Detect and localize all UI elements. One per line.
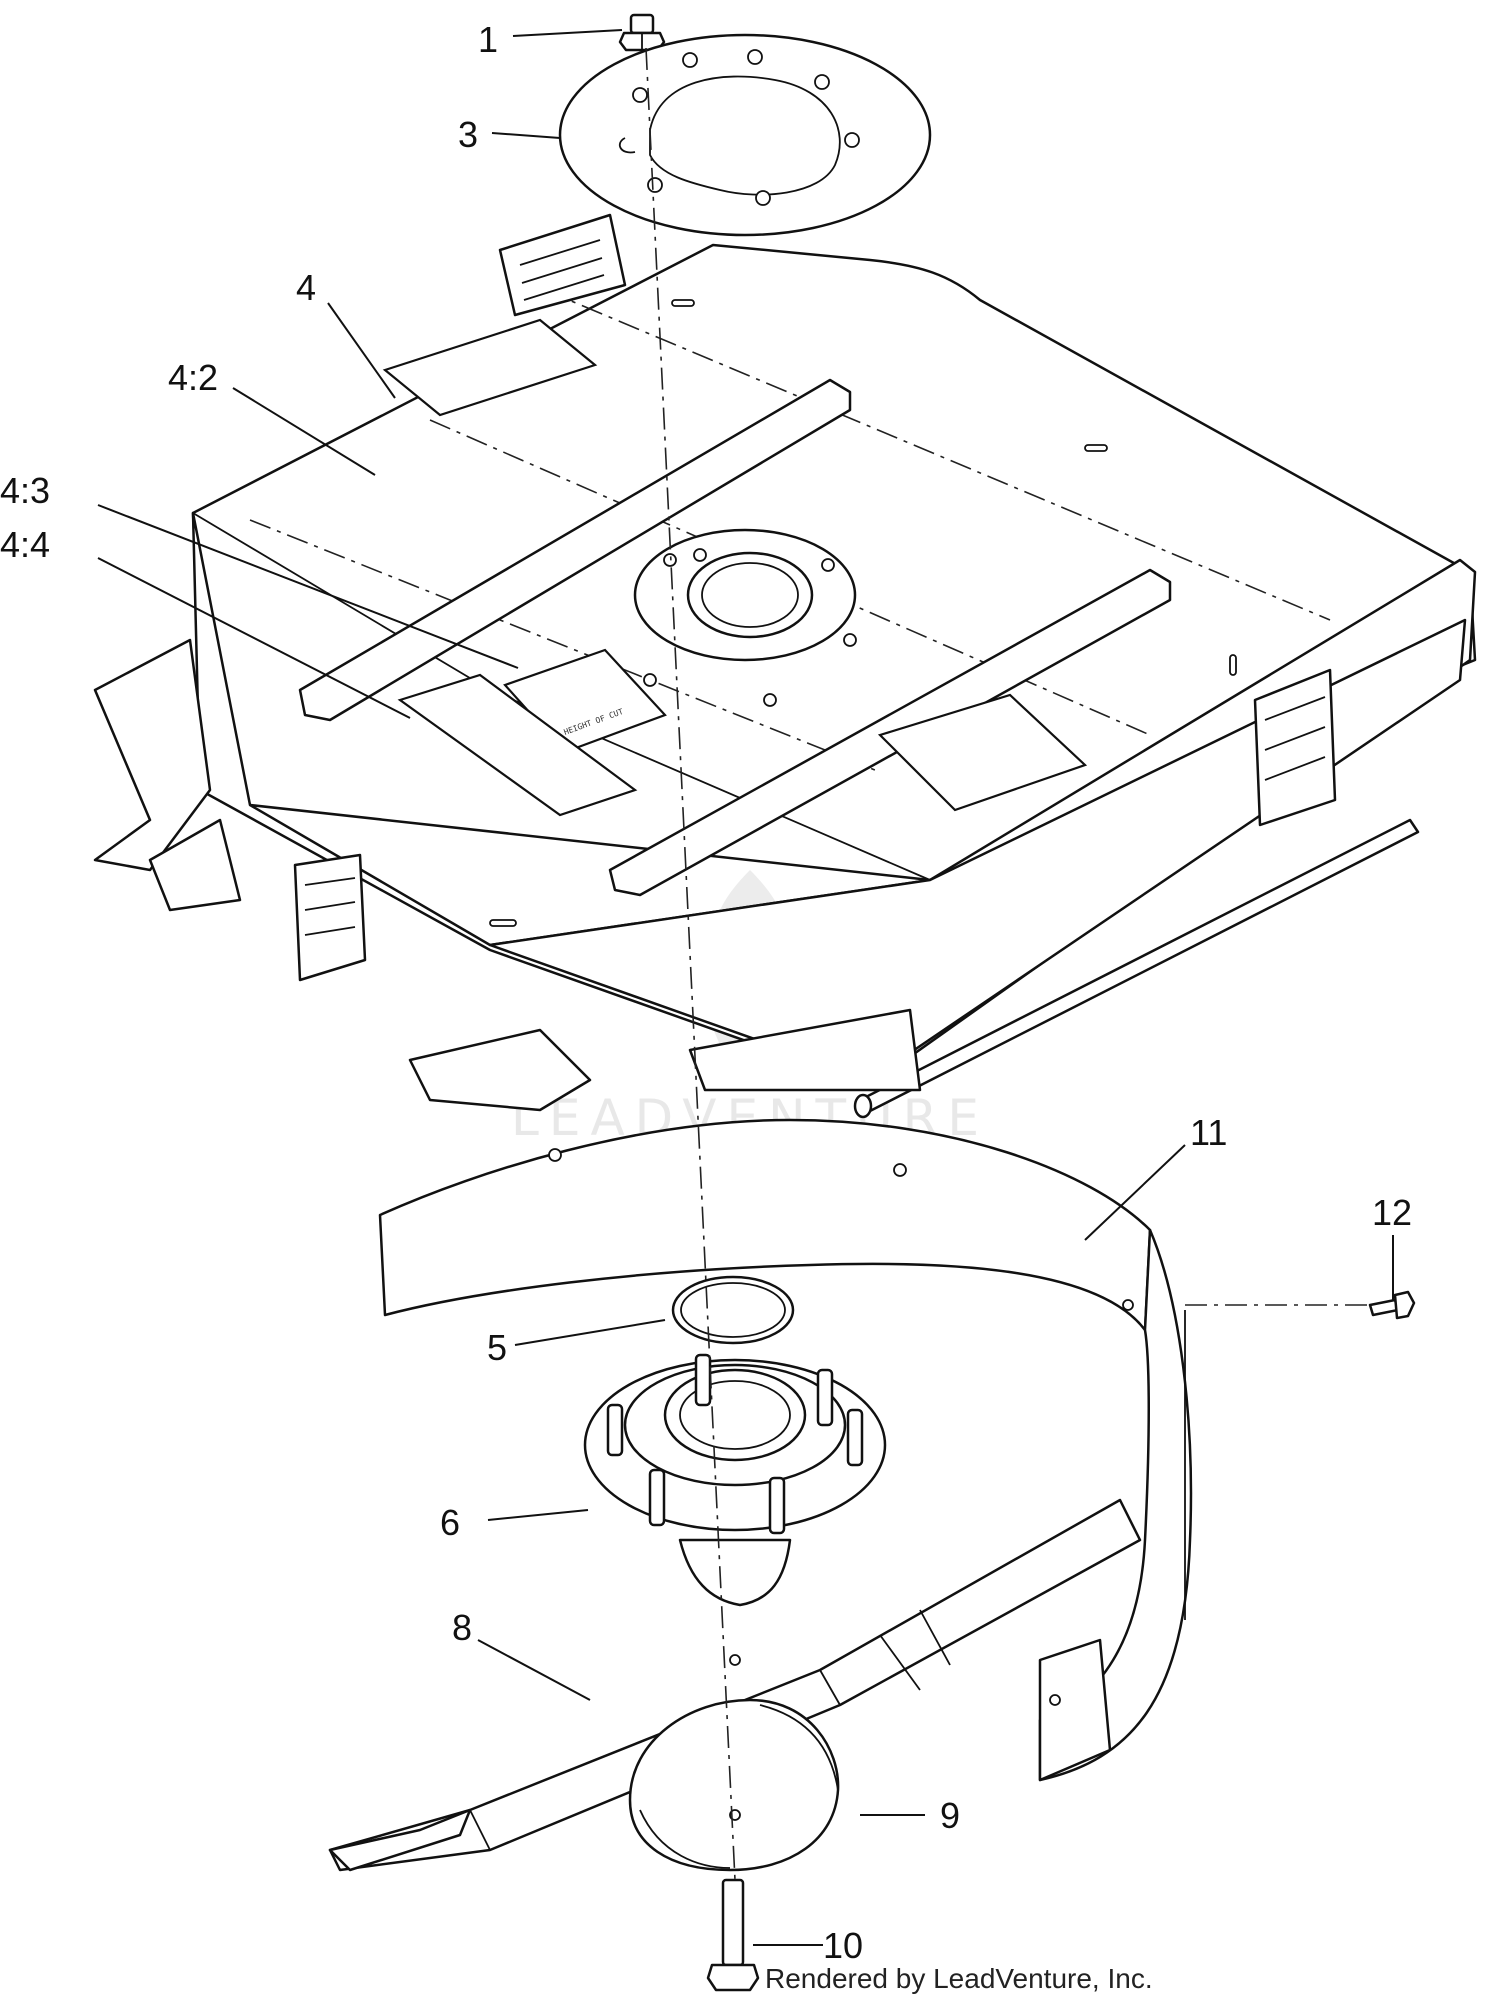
callout-4: 4 [296,267,316,308]
decal-right [877,693,1088,812]
center-axis-line [645,47,736,1881]
part-9-cup [628,1698,840,1872]
callout-6: 6 [440,1502,460,1543]
callout-8: 8 [452,1607,472,1648]
part-4-mower-deck: HEIGHT OF CUT [93,213,1477,1119]
callout-4-2: 4:2 [168,357,218,398]
callout-4-4: 4:4 [0,524,50,565]
callout-9: 9 [940,1795,960,1836]
render-credit: Rendered by LeadVenture, Inc. [765,1963,1153,1994]
part-3-plate [558,33,932,237]
callout-10: 10 [823,1925,863,1966]
part-6-spindle [583,1353,887,1607]
part-5-o-ring [671,1275,795,1345]
part-8-blade [328,1498,1142,1872]
part-10-bolt [706,1878,760,1992]
decal-4-2 [382,318,598,417]
decal-4-4 [397,673,638,817]
part-1-nut [618,13,666,52]
callout-11: 11 [1190,1112,1227,1153]
part-11-baffle [378,1118,1193,1782]
callout-1: 1 [478,19,498,60]
part-12-bolt [1368,1290,1416,1320]
callout-5: 5 [487,1327,507,1368]
callout-12: 12 [1372,1192,1412,1233]
callout-3: 3 [458,114,478,155]
callout-4-3: 4:3 [0,470,50,511]
leader-lines [97,29,1394,1946]
